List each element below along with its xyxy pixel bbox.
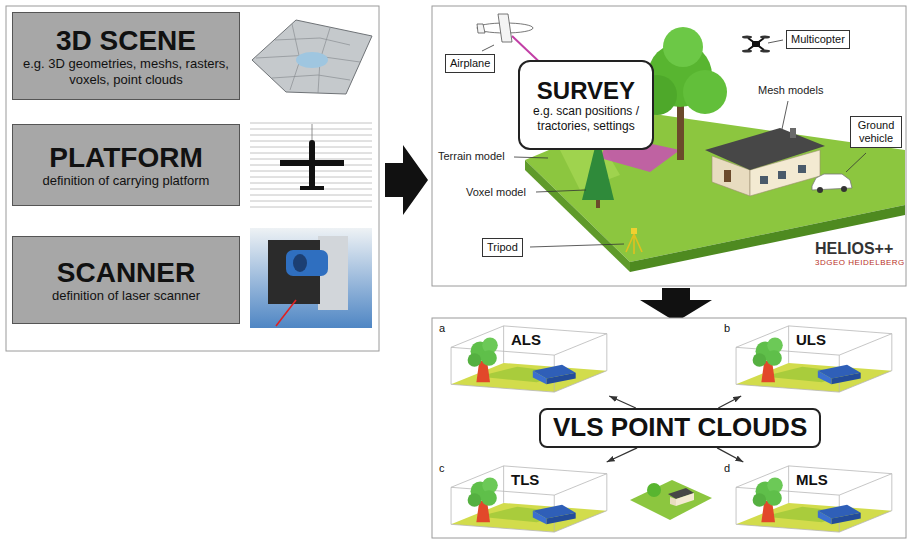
airplane-tail — [477, 24, 485, 33]
vehicle-wheel — [841, 186, 847, 192]
input-panel — [6, 6, 379, 351]
als-plot — [451, 326, 607, 392]
logo-subtext: 3DGEO HEIDELBERG — [815, 259, 905, 268]
mini-tree — [647, 483, 661, 497]
leader-line — [846, 153, 866, 172]
callout-box: Airplane — [445, 54, 495, 73]
body-text: definition of carrying platform — [43, 173, 210, 189]
leader-line — [514, 157, 548, 158]
connector-arrow — [718, 396, 741, 408]
plot-title: TLS — [511, 472, 539, 489]
survey-box: SURVEYe.g. scan positions / tractories, … — [518, 60, 654, 150]
house-window — [798, 165, 806, 173]
heading: SURVEY — [537, 77, 635, 105]
result-panel — [432, 318, 906, 538]
tree-trunk — [677, 105, 684, 160]
house-door — [724, 170, 731, 182]
panel-letter: c — [439, 462, 445, 474]
platform-line — [312, 124, 313, 140]
flow-arrow — [385, 145, 428, 215]
plot-title: ULS — [796, 332, 826, 349]
heading: SCANNER — [57, 257, 195, 288]
leader-line — [536, 190, 586, 192]
house-window — [760, 176, 768, 184]
box-label: Airplane — [450, 57, 490, 70]
tree-crown — [683, 70, 727, 114]
panel-letter: a — [439, 322, 445, 334]
terrain-mesh — [252, 20, 372, 94]
water-patch — [296, 52, 328, 68]
flow-arrow — [640, 288, 712, 322]
heading: PLATFORM — [49, 142, 202, 173]
part-label: Mesh models — [758, 84, 823, 97]
scanner-head — [286, 250, 328, 276]
panel-letter: d — [724, 462, 730, 474]
body-text: definition of laser scanner — [52, 288, 200, 304]
box-label: Ground vehicle — [855, 119, 897, 145]
callout-box: Multicopter — [786, 30, 850, 49]
part-label: Voxel model — [466, 186, 526, 199]
scanner-lens — [293, 254, 307, 272]
tripod-scanner — [631, 228, 637, 234]
point-cloud-plot: bULS — [722, 322, 902, 396]
leader-line — [782, 101, 788, 129]
voxel-tree-trunk — [596, 200, 600, 208]
rotor — [742, 36, 752, 39]
connector-arrow — [609, 396, 636, 408]
box-label: Multicopter — [791, 33, 845, 46]
input-box: SCANNERdefinition of laser scanner — [12, 236, 240, 324]
connector-arrow — [717, 448, 743, 462]
rotor — [742, 50, 752, 53]
panel-letter: b — [724, 322, 730, 334]
mini-terrain — [630, 480, 712, 520]
mini-house-wall — [676, 493, 694, 506]
leader-line — [482, 45, 494, 51]
survey-panel — [432, 6, 906, 286]
tree-crown — [663, 27, 703, 67]
house-roof — [705, 128, 825, 170]
plot-title: MLS — [796, 472, 828, 489]
point-cloud-plot: dMLS — [722, 462, 902, 536]
house-chimney — [790, 128, 796, 138]
multicopter — [748, 38, 764, 50]
mls-plot — [736, 466, 892, 532]
rotor — [760, 50, 770, 53]
scanner-background — [250, 228, 372, 328]
multicopter-body — [752, 41, 760, 47]
terrain-side — [630, 205, 905, 272]
logo-text: HELIOS++ — [815, 240, 893, 258]
point-cloud-plot: aALS — [437, 322, 617, 396]
part-label: Terrain model — [438, 150, 505, 163]
platform-background — [250, 122, 372, 208]
airplane-tail — [300, 186, 324, 190]
body-text: e.g. scan positions / tractories, settin… — [528, 104, 644, 133]
result-box: VLS POINT CLOUDS — [539, 408, 821, 448]
plot-title: ALS — [511, 332, 541, 349]
vehicle-wheel — [817, 187, 823, 193]
body-text: e.g. 3D geometries, meshs, rasters, voxe… — [19, 56, 233, 87]
airplane-wing — [498, 14, 512, 42]
input-box: 3D SCENEe.g. 3D geometries, meshs, raste… — [12, 12, 240, 100]
house-window — [778, 171, 786, 179]
input-box: PLATFORMdefinition of carrying platform — [12, 124, 240, 206]
airplane-body — [309, 140, 315, 190]
heading: 3D SCENE — [56, 25, 196, 56]
mesh-line — [275, 38, 350, 45]
mesh-line — [272, 75, 350, 80]
box-label: VLS POINT CLOUDS — [553, 413, 807, 443]
mini-house-wall — [670, 497, 676, 506]
leader-line — [768, 40, 783, 43]
rotor — [760, 36, 770, 39]
callout-box: Ground vehicle — [850, 116, 902, 148]
uls-plot — [736, 326, 892, 392]
laser-beam — [276, 300, 296, 326]
box-label: Tripod — [487, 241, 518, 254]
point-cloud-plot: cTLS — [437, 462, 617, 536]
connector-arrow — [607, 448, 637, 462]
leader-line — [530, 244, 624, 247]
tripod-figure — [626, 234, 642, 254]
callout-box: Tripod — [482, 238, 523, 257]
tls-plot — [451, 466, 607, 532]
